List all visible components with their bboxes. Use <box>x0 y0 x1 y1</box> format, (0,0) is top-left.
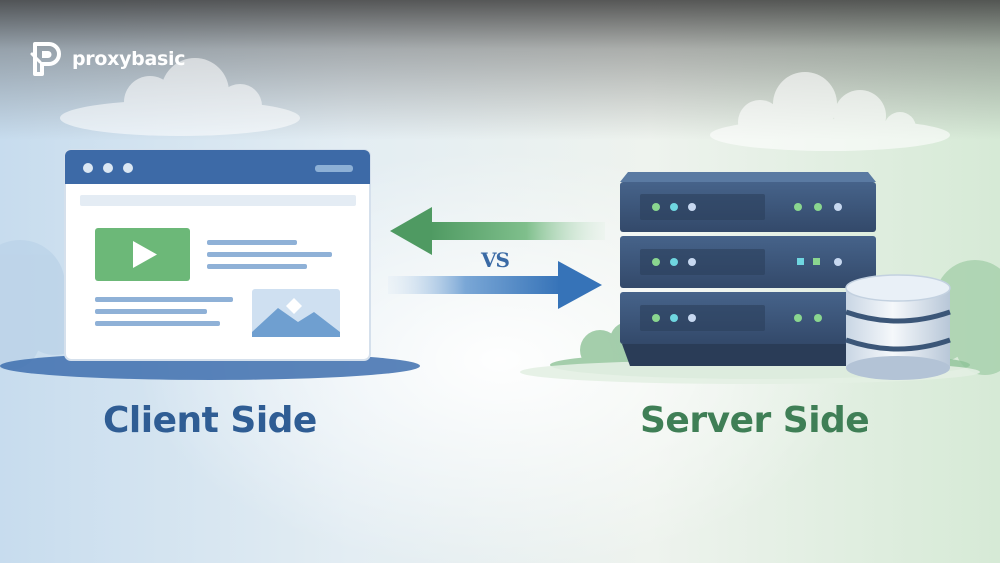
database-icon <box>845 274 951 380</box>
cloud-right-top <box>710 72 950 151</box>
client-side-title: Client Side <box>103 400 317 441</box>
vs-label: VS <box>481 248 510 272</box>
browser-window-icon <box>64 149 371 361</box>
brand-name: proxybasic <box>72 48 186 70</box>
brand-logo[interactable]: proxybasic <box>30 40 185 78</box>
arrow-left-green-icon <box>390 207 605 255</box>
arrow-right-blue-icon <box>388 261 602 309</box>
server-rack-icon <box>620 172 876 366</box>
proxybasic-logo-icon <box>30 42 61 76</box>
cloud-left-top <box>60 58 300 136</box>
server-side-title: Server Side <box>640 400 870 441</box>
